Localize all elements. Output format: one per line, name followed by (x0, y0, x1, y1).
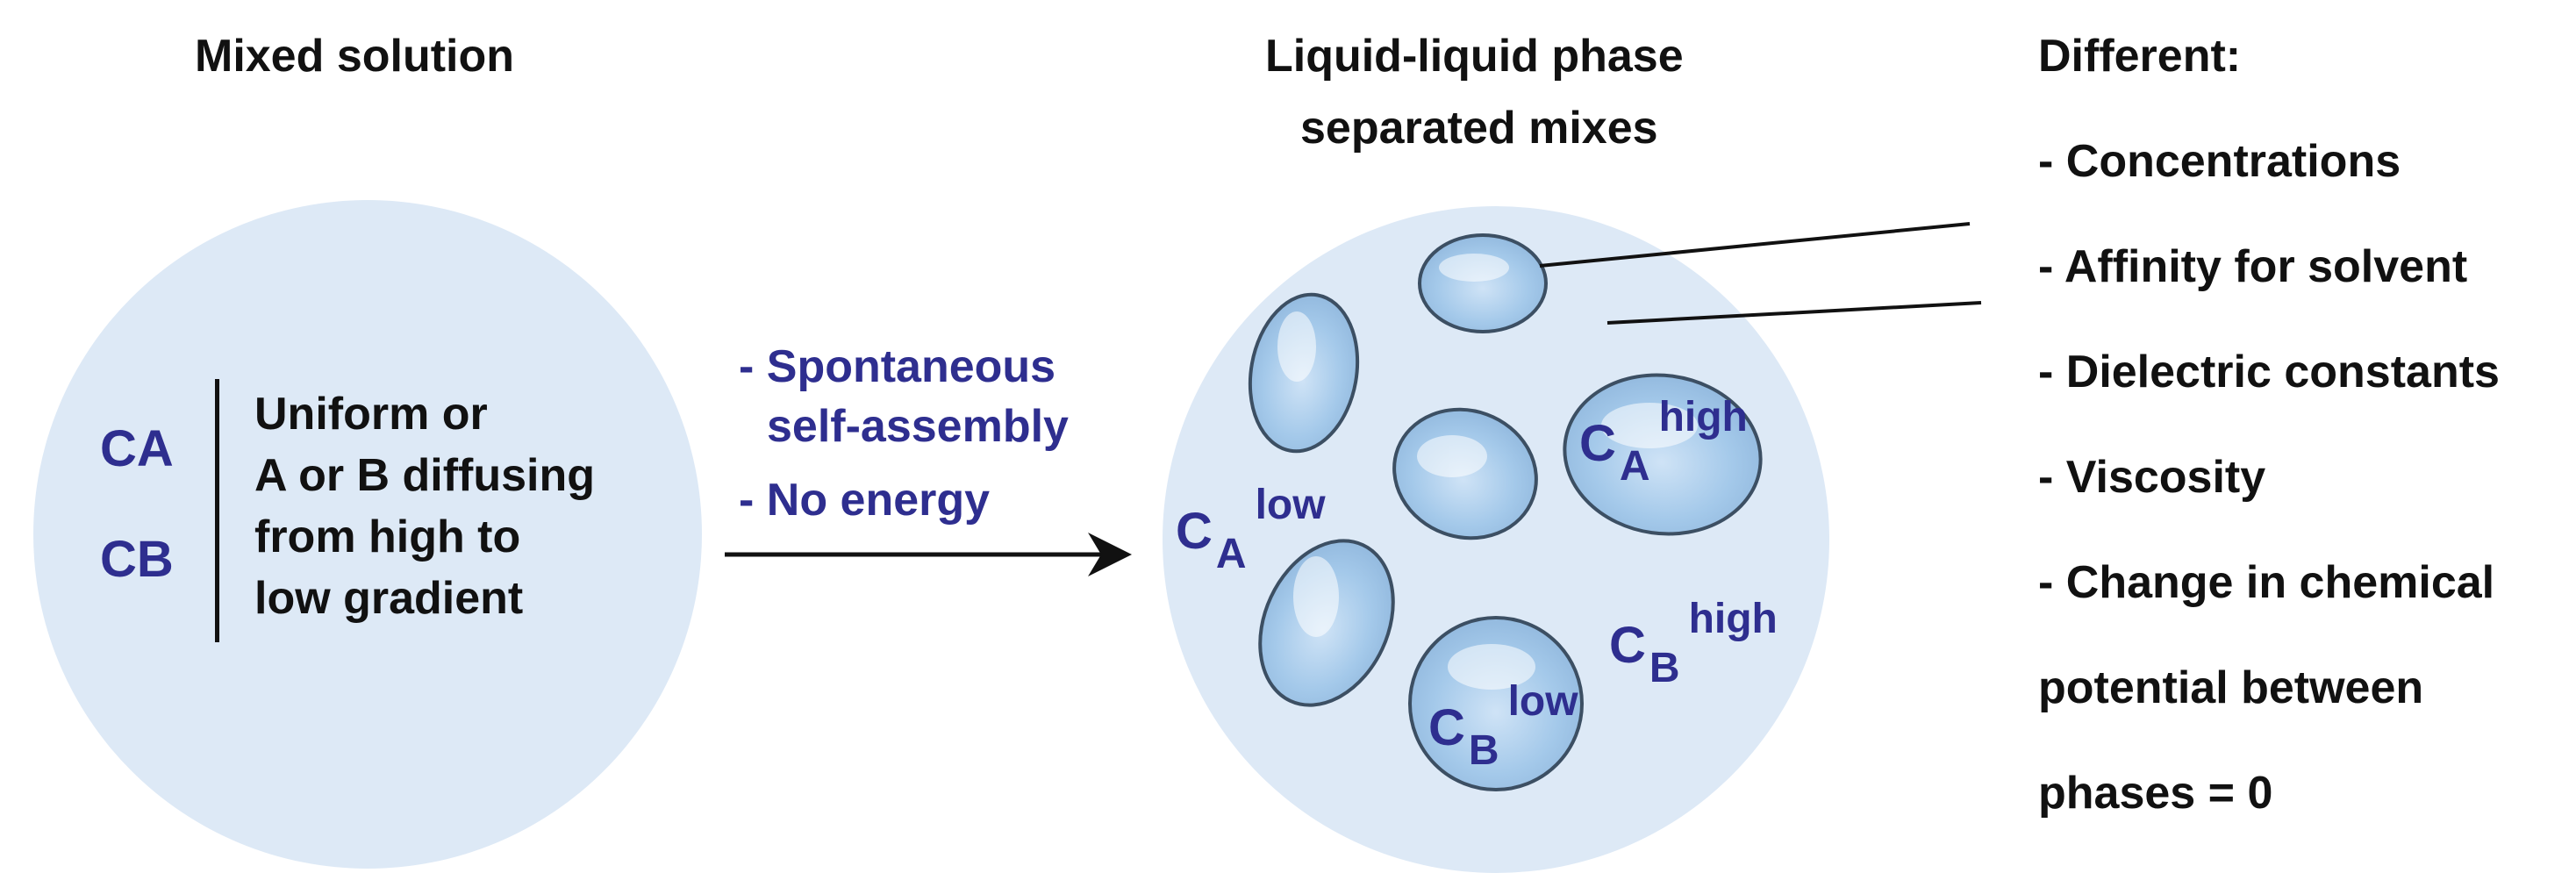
callout-line-1 (1539, 222, 1971, 268)
property-chemical-potential-1: - Change in chemical (2038, 557, 2495, 608)
property-dielectric: - Dielectric constants (2038, 347, 2500, 397)
uniform-line-3: from high to (254, 512, 521, 562)
uniform-line-4: low gradient (254, 573, 524, 624)
ca-label: CA (100, 420, 174, 477)
property-concentrations: - Concentrations (2038, 136, 2401, 187)
mixed-solution-title: Mixed solution (195, 31, 514, 82)
llps-title-line-2: separated mixes (1300, 103, 1658, 154)
droplet-top (1418, 233, 1548, 333)
droplet-highlights (1277, 254, 1698, 690)
property-affinity: - Affinity for solvent (2038, 241, 2468, 292)
property-chemical-potential-3: phases = 0 (2038, 768, 2273, 819)
self-assembly-label: self-assembly (767, 401, 1069, 452)
uniform-line-2: A or B diffusing (254, 450, 596, 501)
divider-line (215, 379, 219, 642)
ca-low-label: CAlow (1176, 482, 1326, 577)
llps-title-line-1: Liquid-liquid phase (1265, 31, 1684, 82)
uniform-line-1: Uniform or (254, 389, 488, 440)
cb-high-label: CBhigh (1609, 596, 1778, 691)
cb-low-label: CBlow (1428, 678, 1578, 774)
cb-label: CB (100, 531, 174, 588)
ca-high-label: CAhigh (1579, 394, 1748, 490)
no-energy-label: - No energy (739, 475, 991, 526)
property-chemical-potential-2: potential between (2038, 662, 2424, 713)
property-viscosity: - Viscosity (2038, 452, 2266, 503)
spontaneous-label: - Spontaneous (739, 341, 1056, 392)
callout-line-2 (1606, 301, 1982, 325)
different-heading: Different: (2038, 31, 2242, 82)
mixed-solution-circle (33, 200, 702, 869)
